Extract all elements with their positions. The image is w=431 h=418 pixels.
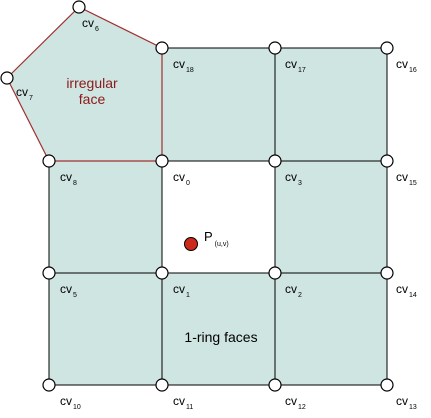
irregular-face-label-line1: irregular [66,75,118,91]
vertex-cv10 [42,378,56,392]
evaluation-point: P(u,v) [184,229,229,251]
vertex-label-cv7: cv7 [16,85,33,102]
vertex-cv17 [268,41,282,55]
point-p-marker [184,237,198,251]
point-p-main: P [204,229,213,244]
ring-faces-label: 1-ring faces [184,329,257,345]
face-top-middle [161,47,276,162]
point-p-label: P(u,v) [204,229,229,248]
vertex-cv14 [380,266,394,280]
vertex-cv18 [155,41,169,55]
vertex-label-cv11: cv11 [173,394,193,411]
vertex-label-cv0: cv0 [173,170,190,187]
face-bottom-right [274,272,388,386]
face-top-right [274,47,388,162]
vertex-label-cv12: cv12 [285,394,306,411]
vertex-label-cv3: cv3 [285,170,302,187]
vertex-label-cv2: cv2 [285,282,302,299]
vertex-cv6 [72,0,86,14]
vertex-label-cv16: cv16 [396,57,417,74]
face-bottom-left [48,272,163,386]
vertex-cv2 [268,266,282,280]
irregular-face-label-line2: face [79,91,106,107]
vertex-label-cv1: cv1 [173,282,190,299]
vertex-cv3 [268,154,282,168]
vertex-label-cv14: cv14 [396,282,417,299]
vertex-cv8 [42,154,56,168]
vertex-cv12 [268,378,282,392]
vertex-label-cv15: cv15 [396,170,417,187]
face-bottom-middle [161,272,276,386]
vertex-cv7 [0,71,14,85]
face-middle-right [274,160,388,274]
vertex-label-cv13: cv13 [396,394,417,411]
point-p-sub: (u,v) [215,241,229,248]
vertex-label-cv6: cv6 [82,16,99,33]
vertex-cv0 [155,154,169,168]
vertex-label-cv17: cv17 [285,57,306,74]
control-vertices [0,0,394,392]
vertex-label-cv10: cv10 [60,394,81,411]
one-ring-faces [48,47,388,386]
vertex-label-cv18: cv18 [173,57,194,74]
vertex-cv11 [155,378,169,392]
irregular-face [6,6,163,162]
vertex-cv1 [155,266,169,280]
vertex-labels: cv0 cv1 cv2 cv3 cv5 cv6 cv7 cv8 cv10 cv1… [16,16,417,411]
vertex-cv5 [42,266,56,280]
face-center [161,160,276,274]
vertex-label-cv8: cv8 [60,170,77,187]
vertex-label-cv5: cv5 [60,282,77,299]
vertex-cv13 [380,378,394,392]
vertex-cv15 [380,154,394,168]
vertex-cv16 [380,41,394,55]
